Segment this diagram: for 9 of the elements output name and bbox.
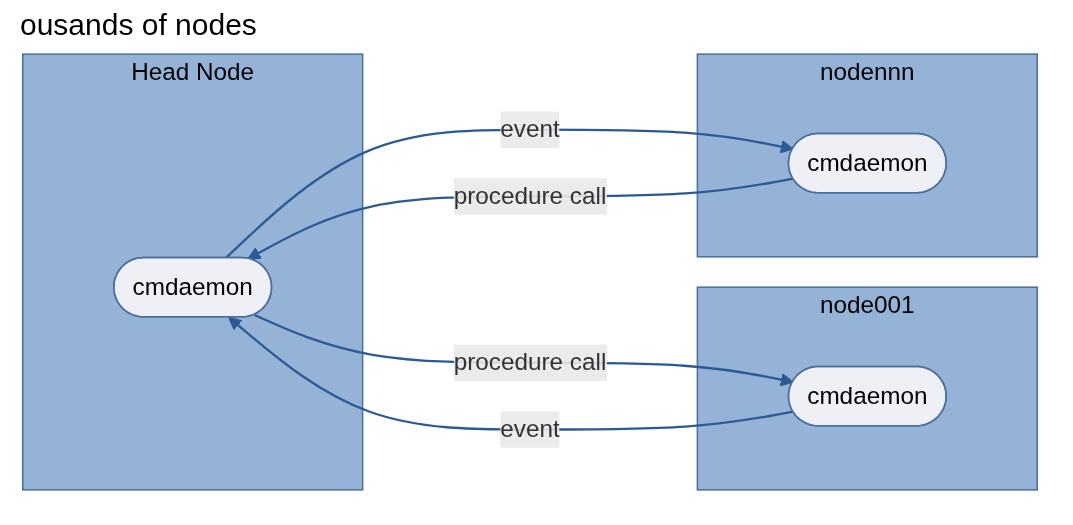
title: ousands of nodes bbox=[20, 8, 258, 42]
arrow bbox=[254, 314, 794, 387]
arrow bbox=[228, 316, 794, 431]
edge-label: event bbox=[500, 116, 560, 142]
arrow bbox=[224, 128, 794, 260]
edge-label: procedure call bbox=[453, 182, 607, 209]
edge-label: event bbox=[500, 415, 560, 442]
arrow bbox=[247, 177, 794, 260]
edge-label: procedure call bbox=[453, 349, 607, 375]
